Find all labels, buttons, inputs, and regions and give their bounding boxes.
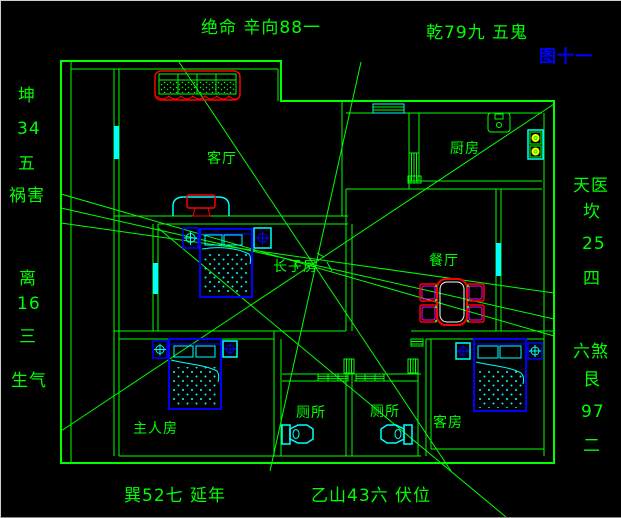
room-labels: 客厅 厨房 餐厅 长子房 主人房 厕所 厕所 客房 <box>133 141 480 437</box>
nightstand-son-left <box>182 227 199 249</box>
stove <box>527 129 544 160</box>
annotation-kun-star: 五 <box>18 154 36 174</box>
dining-chair <box>419 304 438 323</box>
annotation-li-star: 三 <box>19 327 37 347</box>
dining-chair <box>466 304 485 323</box>
room-label-dining: 餐厅 <box>429 253 459 269</box>
vent-hall-south <box>410 338 424 347</box>
nightstand-master-right <box>222 340 238 358</box>
room-label-master: 主人房 <box>133 421 178 437</box>
figure-caption: 图十一 <box>539 46 593 67</box>
border-annotations: 绝命 辛向88一 乾79九 五鬼 图十一 坤 34 五 祸害 离 16 三 生气… <box>9 18 609 506</box>
room-label-kitchen: 厨房 <box>450 141 480 157</box>
room-label-guest: 客房 <box>433 414 463 431</box>
window-son-west <box>153 263 158 294</box>
tv-unit <box>172 194 230 217</box>
annotation-kun: 坤 <box>18 86 36 106</box>
kitchen-sink <box>487 112 511 133</box>
window-north-hatched <box>372 103 405 114</box>
toilet-fixture-left <box>281 424 314 445</box>
annotation-gen-number: 97 <box>581 402 605 422</box>
toilet-fixture-right <box>380 424 413 445</box>
room-label-eldest-son: 长子房 <box>273 259 318 275</box>
annotation-gen: 艮 <box>583 370 601 390</box>
room-label-toilet2: 厕所 <box>370 404 400 420</box>
annotation-li: 离 <box>19 269 37 289</box>
annotation-top-left: 绝命 辛向88一 <box>201 18 321 38</box>
sofa <box>154 70 241 101</box>
annotation-tianyi: 天医 <box>573 176 609 196</box>
annotation-kan-number: 25 <box>582 234 606 254</box>
hatched-openings <box>317 152 424 382</box>
room-label-living: 客厅 <box>207 150 237 167</box>
chair-pivot-dots <box>434 284 470 323</box>
bed-eldest-son <box>199 228 253 298</box>
annotation-bottom-left: 巽52七 延年 <box>124 486 226 506</box>
window-dining-east <box>496 243 501 276</box>
annotation-top-right: 乾79九 五鬼 <box>426 23 528 43</box>
windows <box>114 103 501 294</box>
annotation-kan: 坎 <box>583 202 601 222</box>
annotation-bottom-right: 乙山43六 伏位 <box>311 486 431 506</box>
annotation-kan-star: 四 <box>583 269 601 289</box>
annotation-shengqi: 生气 <box>11 371 47 391</box>
room-label-toilet1: 厕所 <box>296 405 326 421</box>
annotation-gen-star: 二 <box>583 436 601 456</box>
window-toilet1 <box>317 373 349 382</box>
nightstand-son-right <box>253 227 272 249</box>
annotation-li-number: 16 <box>17 294 41 314</box>
annotation-huohai: 祸害 <box>9 186 45 206</box>
dining-chair <box>419 283 438 302</box>
bed-guest <box>473 338 527 412</box>
window-toilet2 <box>355 373 385 382</box>
bed-master <box>168 338 222 410</box>
annotation-liusha: 六煞 <box>573 342 609 362</box>
window-living-west <box>114 126 119 159</box>
annotation-kun-number: 34 <box>17 119 41 139</box>
dining-set <box>419 278 485 326</box>
door-toilet2 <box>407 358 419 374</box>
door-toilet1 <box>343 358 355 374</box>
nightstand-master-left <box>152 340 168 359</box>
nightstand-guest-right <box>527 342 543 360</box>
dining-chair <box>466 283 485 302</box>
vent-hall-north <box>407 175 422 184</box>
nightstand-guest-left <box>455 342 471 360</box>
